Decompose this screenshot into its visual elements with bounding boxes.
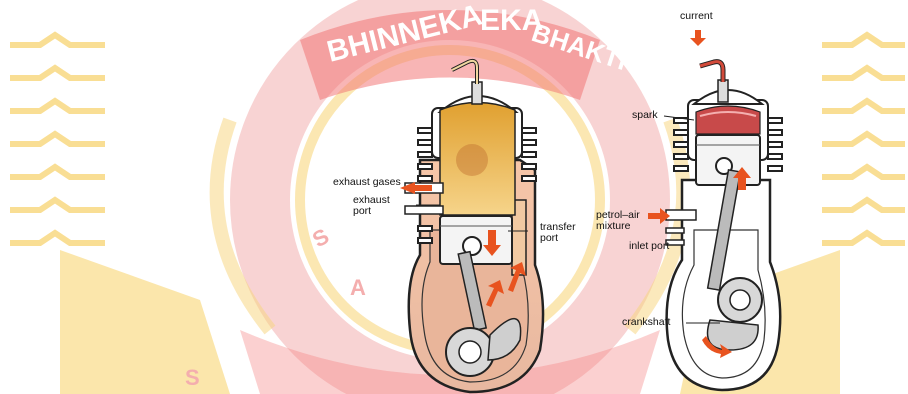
label-crankshaft: crankshaft [622,317,670,328]
spark-plug-left [472,82,482,104]
engine-left [405,61,543,392]
watermark-letter-5: S [185,365,200,390]
arrow-current [690,30,706,46]
watermark-letter-2: A [350,275,366,300]
label-inlet-port: inlet port [629,241,669,252]
label-exhaust-port-line2: port [353,206,390,217]
zigzag-right [822,35,905,243]
label-petrol-air-line2: mixture [596,221,640,232]
watermark-ribbon-left [60,250,230,394]
inlet-port [666,210,696,220]
label-transfer-port: transfer port [540,222,576,244]
spark-plug-right [718,80,728,102]
label-exhaust-port: exhaust port [353,195,390,217]
engine-right [666,62,782,390]
label-spark: spark [632,110,658,121]
label-exhaust-gases: exhaust gases [333,177,401,188]
label-transfer-port-line2: port [540,233,576,244]
combustion-chamber-right [696,106,760,134]
label-petrol-air-mixture: petrol–air mixture [596,210,640,232]
zigzag-left [10,35,105,243]
label-current: current [680,11,713,22]
